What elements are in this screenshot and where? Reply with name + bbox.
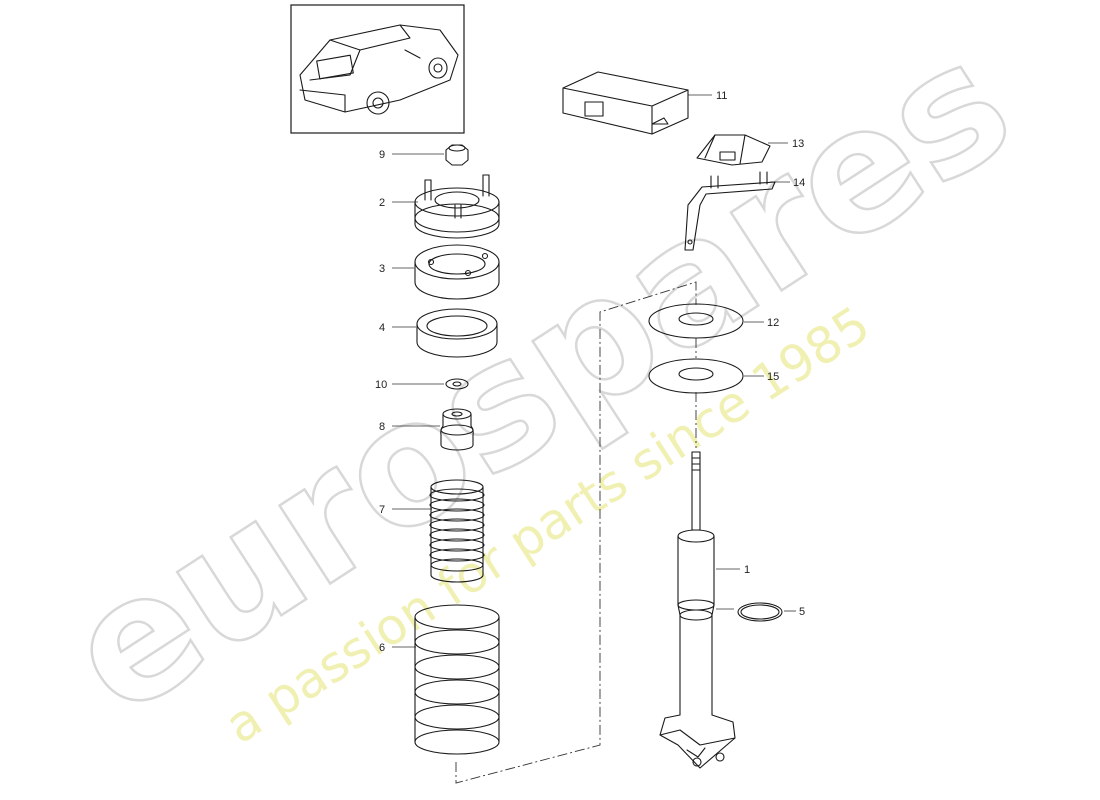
part-15-disc-icon [648, 358, 744, 394]
part-11-control-module-icon [562, 71, 689, 135]
leader-lines [392, 94, 796, 648]
part-10-washer-icon [445, 378, 469, 390]
watermark: eurospares a passion for parts since 198… [33, 2, 1045, 756]
callout-4: 4 [379, 322, 385, 334]
callout-14: 14 [793, 177, 805, 189]
callout-8: 8 [379, 421, 385, 433]
part-5-circlip-icon [737, 602, 783, 622]
part-8-bump-stop-icon [440, 408, 474, 451]
callout-10: 10 [375, 379, 387, 391]
part-1-shock-absorber-icon [659, 451, 736, 769]
callout-3: 3 [379, 263, 385, 275]
part-13-sensor-icon [696, 134, 771, 166]
car-thumbnail [290, 4, 465, 134]
assembly-line [455, 281, 697, 784]
part-7-bellows-icon [429, 479, 485, 583]
callout-5: 5 [799, 606, 805, 618]
callout-11: 11 [716, 90, 727, 102]
part-14-bracket-icon [684, 171, 776, 251]
watermark-brand: eurospares [34, 3, 1043, 754]
callout-15: 15 [767, 371, 779, 383]
callout-9: 9 [379, 149, 385, 161]
part-2-top-mount-icon [414, 174, 500, 239]
part-3-spacer-ring-icon [414, 244, 500, 300]
callout-labels: 9 2 3 4 10 8 7 6 11 13 14 12 15 1 5 [375, 90, 805, 654]
callout-12: 12 [767, 317, 779, 329]
part-4-ring-icon [416, 308, 498, 358]
callout-6: 6 [379, 642, 385, 654]
car-rear-view-icon [299, 24, 459, 115]
part-9-nut-icon [445, 144, 469, 166]
part-6-coil-spring-icon [414, 604, 500, 755]
part-12-disc-icon [648, 303, 744, 339]
callout-13: 13 [792, 138, 804, 150]
callout-2: 2 [379, 197, 385, 209]
callout-7: 7 [379, 504, 385, 516]
callout-1: 1 [744, 564, 750, 576]
